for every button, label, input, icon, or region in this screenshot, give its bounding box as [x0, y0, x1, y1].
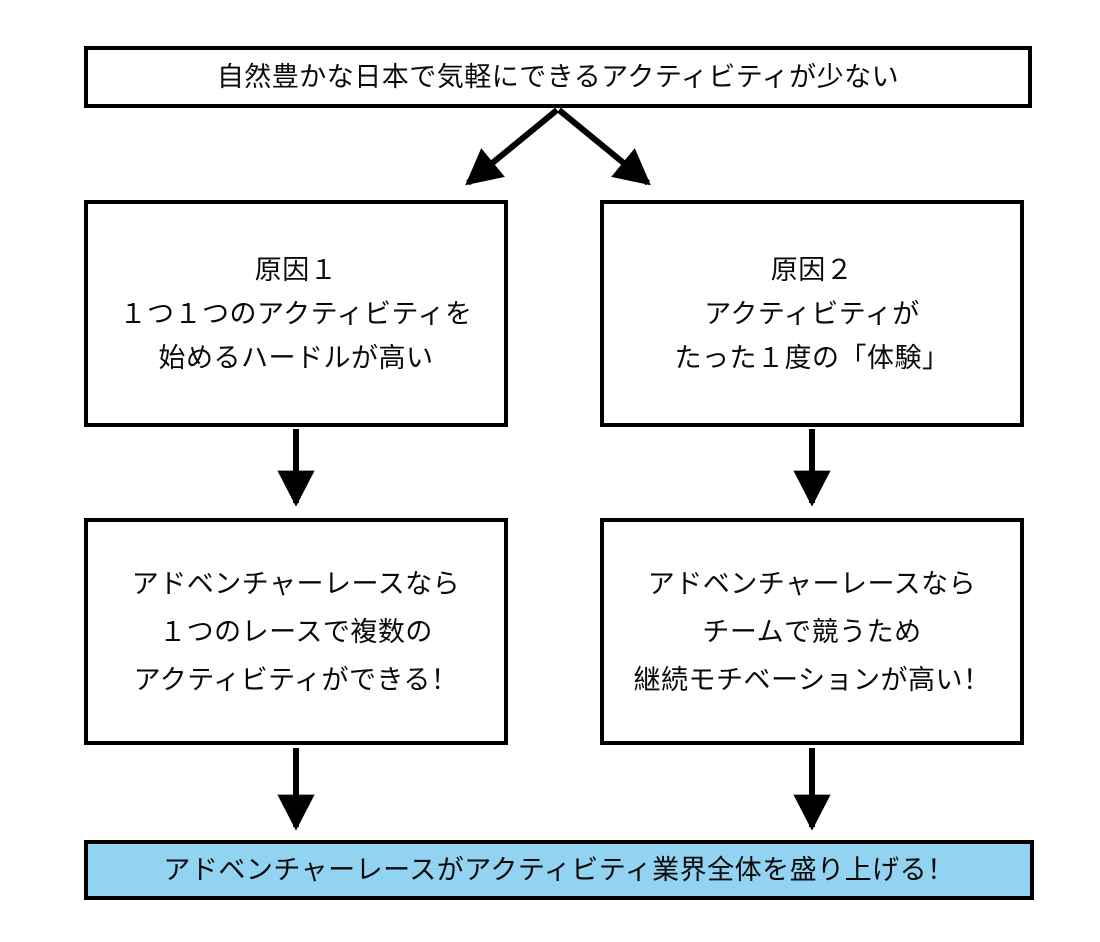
problem-line-1: 自然豊かな日本で気軽にできるアクティビティが少ない — [216, 62, 900, 92]
solution-1-line-1: アドベンチャーレースなら — [131, 568, 461, 599]
solution-2-line-3: 継続モチベーションが高い！ — [633, 664, 991, 695]
solution-1-node: アドベンチャーレースなら １つのレースで複数の アクティビティができる！ — [84, 518, 508, 745]
solution-1-line-3: アクティビティができる！ — [133, 664, 459, 695]
conclusion-line-1: アドベンチャーレースがアクティビティ業界全体を盛り上げる！ — [163, 855, 955, 885]
cause-1-node: 原因１ １つ１つのアクティビティを 始めるハードルが高い — [84, 200, 508, 427]
cause-1-heading: 原因１ — [254, 254, 338, 285]
cause-2-line-3: たった１度の「体験」 — [674, 342, 950, 373]
solution-2-line-2: チームで競うため — [702, 616, 922, 647]
problem-node: 自然豊かな日本で気軽にできるアクティビティが少ない — [84, 46, 1032, 108]
cause-1-line-2: １つ１つのアクティビティを — [119, 298, 473, 329]
arrow-problem-to-cause-2 — [557, 107, 651, 186]
solution-1-line-2: １つのレースで複数の — [159, 616, 433, 647]
cause-2-node: 原因２ アクティビティが たった１度の「体験」 — [600, 200, 1024, 427]
cause-2-line-2: アクティビティが — [704, 298, 920, 329]
conclusion-node: アドベンチャーレースがアクティビティ業界全体を盛り上げる！ — [84, 840, 1034, 900]
cause-1-line-3: 始めるハードルが高い — [158, 342, 434, 373]
arrow-problem-to-cause-1 — [465, 107, 559, 186]
solution-2-node: アドベンチャーレースなら チームで競うため 継続モチベーションが高い！ — [600, 518, 1024, 745]
solution-2-line-1: アドベンチャーレースなら — [647, 568, 977, 599]
cause-2-heading: 原因２ — [770, 254, 854, 285]
